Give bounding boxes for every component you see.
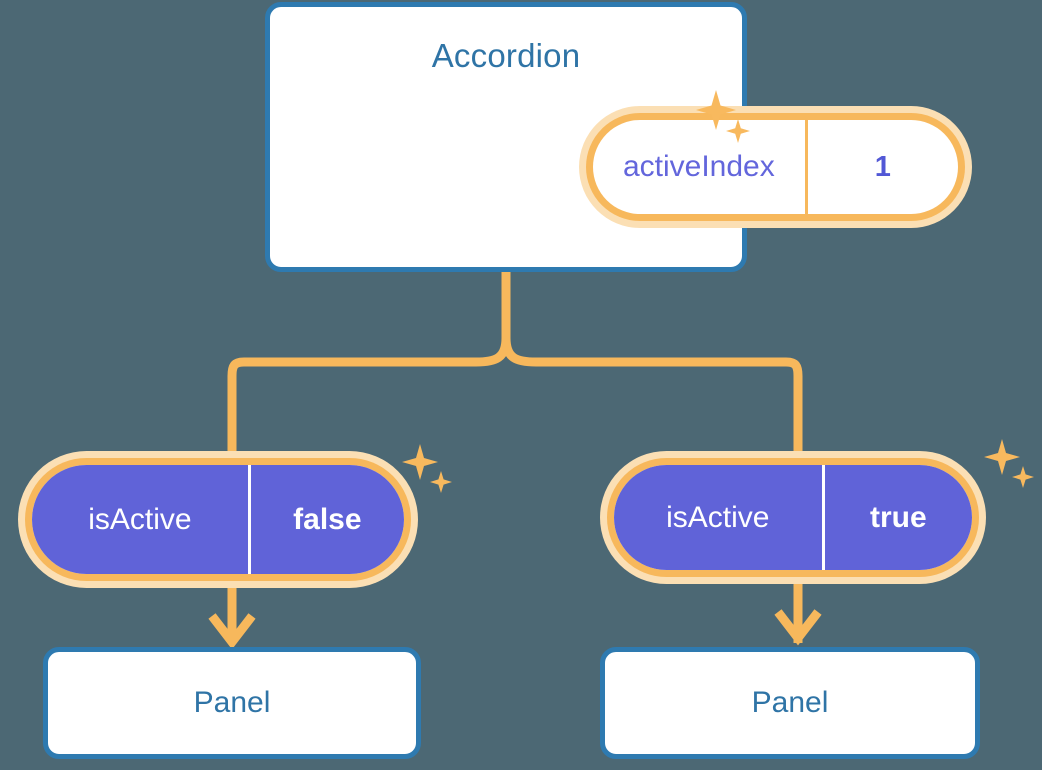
sparkle-large-icon: [984, 439, 1020, 475]
connector-branch-right: [501, 337, 803, 451]
prop-pill-is-active-left[interactable]: isActive false: [18, 451, 418, 588]
sparkle-small-icon: [430, 471, 452, 493]
panel-card-right[interactable]: Panel: [600, 647, 980, 759]
pill-ring: isActive false: [25, 458, 411, 581]
prop-value-is-active-right: true: [821, 465, 972, 570]
connector-branch-left: [227, 337, 511, 451]
prop-key-is-active-right: isActive: [614, 465, 822, 570]
sparkle-large-icon: [402, 444, 438, 480]
prop-pill-is-active-right[interactable]: isActive true: [600, 451, 986, 584]
connector-arrowhead-right: [774, 609, 822, 646]
prop-value-active-index: 1: [804, 120, 958, 214]
accordion-title: Accordion: [431, 37, 581, 74]
sparkle-small-icon: [1012, 466, 1034, 488]
connector-arrowhead-left: [208, 613, 256, 650]
panel-title-right: Panel: [751, 686, 829, 719]
panel-card-left[interactable]: Panel: [43, 647, 421, 759]
pill-ring: isActive true: [607, 458, 979, 577]
pill-body: isActive true: [614, 465, 972, 570]
pill-body: isActive false: [32, 465, 404, 574]
prop-key-active-index: activeIndex: [622, 150, 775, 183]
pill-body: activeIndex 1: [593, 120, 958, 214]
panel-title-left: Panel: [193, 686, 271, 719]
accordion-card[interactable]: Accordion activeIndex 1: [265, 2, 972, 272]
pill-ring: activeIndex 1: [586, 113, 965, 221]
prop-key-is-active-left: isActive: [32, 465, 248, 574]
prop-value-is-active-left: false: [247, 465, 404, 574]
sparkle-icon: [980, 437, 1038, 500]
prop-pill-active-index[interactable]: activeIndex 1: [579, 106, 972, 228]
